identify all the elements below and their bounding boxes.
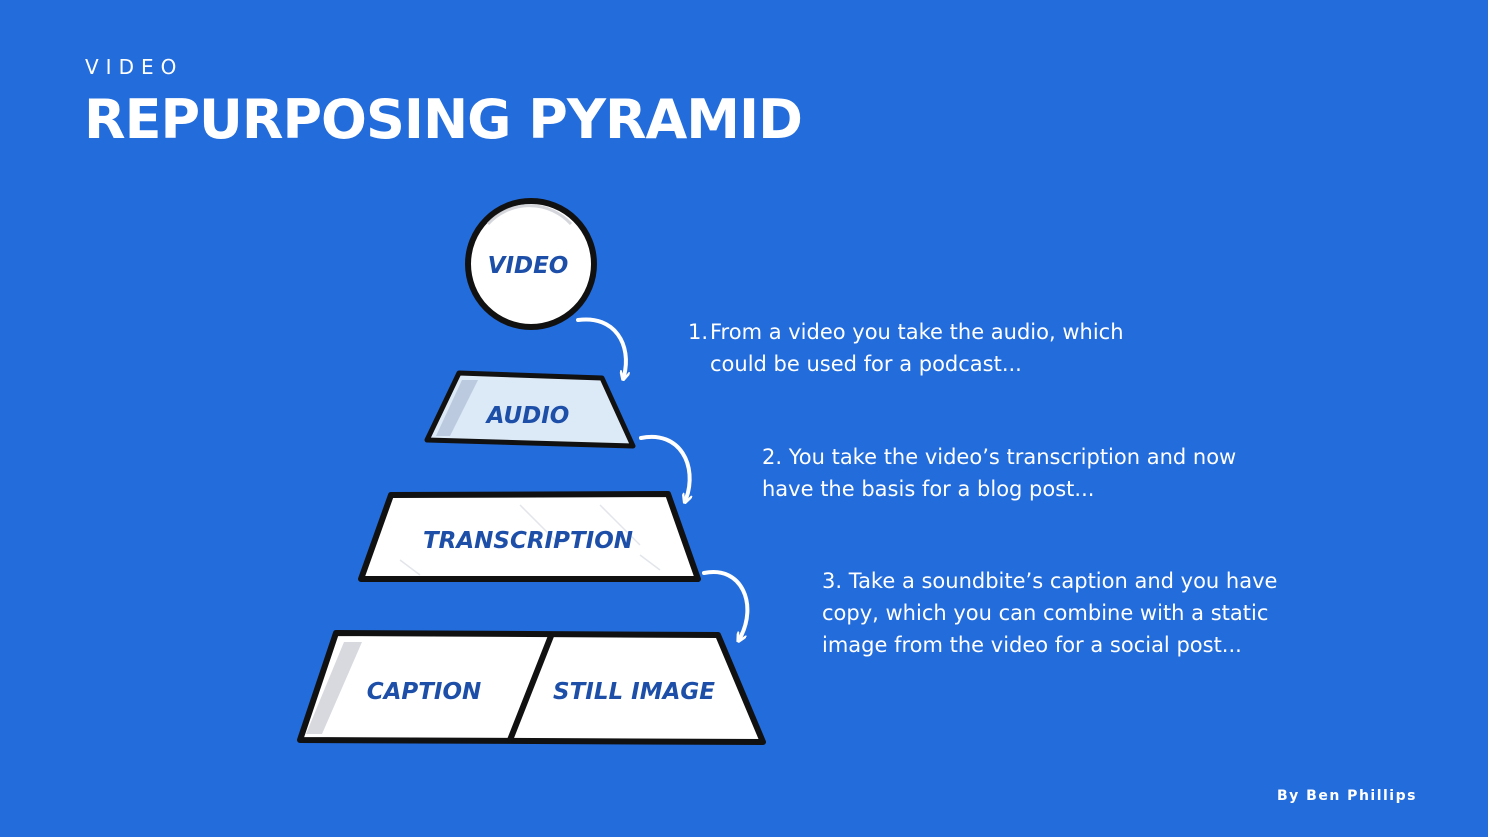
step-3: 3. Take a soundbite’s caption and you ha… <box>822 565 1312 661</box>
step-3-line-3: image from the video for a social post..… <box>822 633 1242 657</box>
video-node: VIDEO <box>465 198 597 330</box>
transcription-label: TRANSCRIPTION <box>423 528 633 554</box>
step-2: 2. You take the video’s transcription an… <box>762 441 1282 505</box>
caption-label: CAPTION <box>367 679 482 705</box>
arrow-transcription-to-bottom <box>702 569 750 638</box>
step-2-line-2: have the basis for a blog post... <box>762 477 1095 501</box>
arrow-audio-to-transcription <box>639 434 690 499</box>
still-image-label: STILL IMAGE <box>553 679 715 705</box>
step-3-line-1: 3. Take a soundbite’s caption and you ha… <box>822 569 1278 593</box>
author-credit: By Ben Phillips <box>1277 788 1417 804</box>
step-1: 1. From a video you take the audio, whic… <box>688 316 1158 380</box>
video-label: VIDEO <box>488 253 569 279</box>
transcription-level: TRANSCRIPTION <box>358 491 701 582</box>
step-1-line-1: From a video you take the audio, which <box>710 320 1124 344</box>
audio-label: AUDIO <box>485 403 570 429</box>
bottom-level: CAPTION STILL IMAGE <box>297 630 766 745</box>
step-1-number: 1. <box>688 320 709 344</box>
page-title: REPURPOSING PYRAMID <box>84 88 803 151</box>
step-3-line-2: copy, which you can combine with a stati… <box>822 601 1269 625</box>
section-kicker: VIDEO <box>85 55 184 79</box>
step-2-line-1: 2. You take the video’s transcription an… <box>762 445 1237 469</box>
step-1-line-2: could be used for a podcast... <box>710 352 1022 376</box>
arrow-video-to-audio <box>576 317 626 376</box>
audio-level: AUDIO <box>424 370 636 449</box>
